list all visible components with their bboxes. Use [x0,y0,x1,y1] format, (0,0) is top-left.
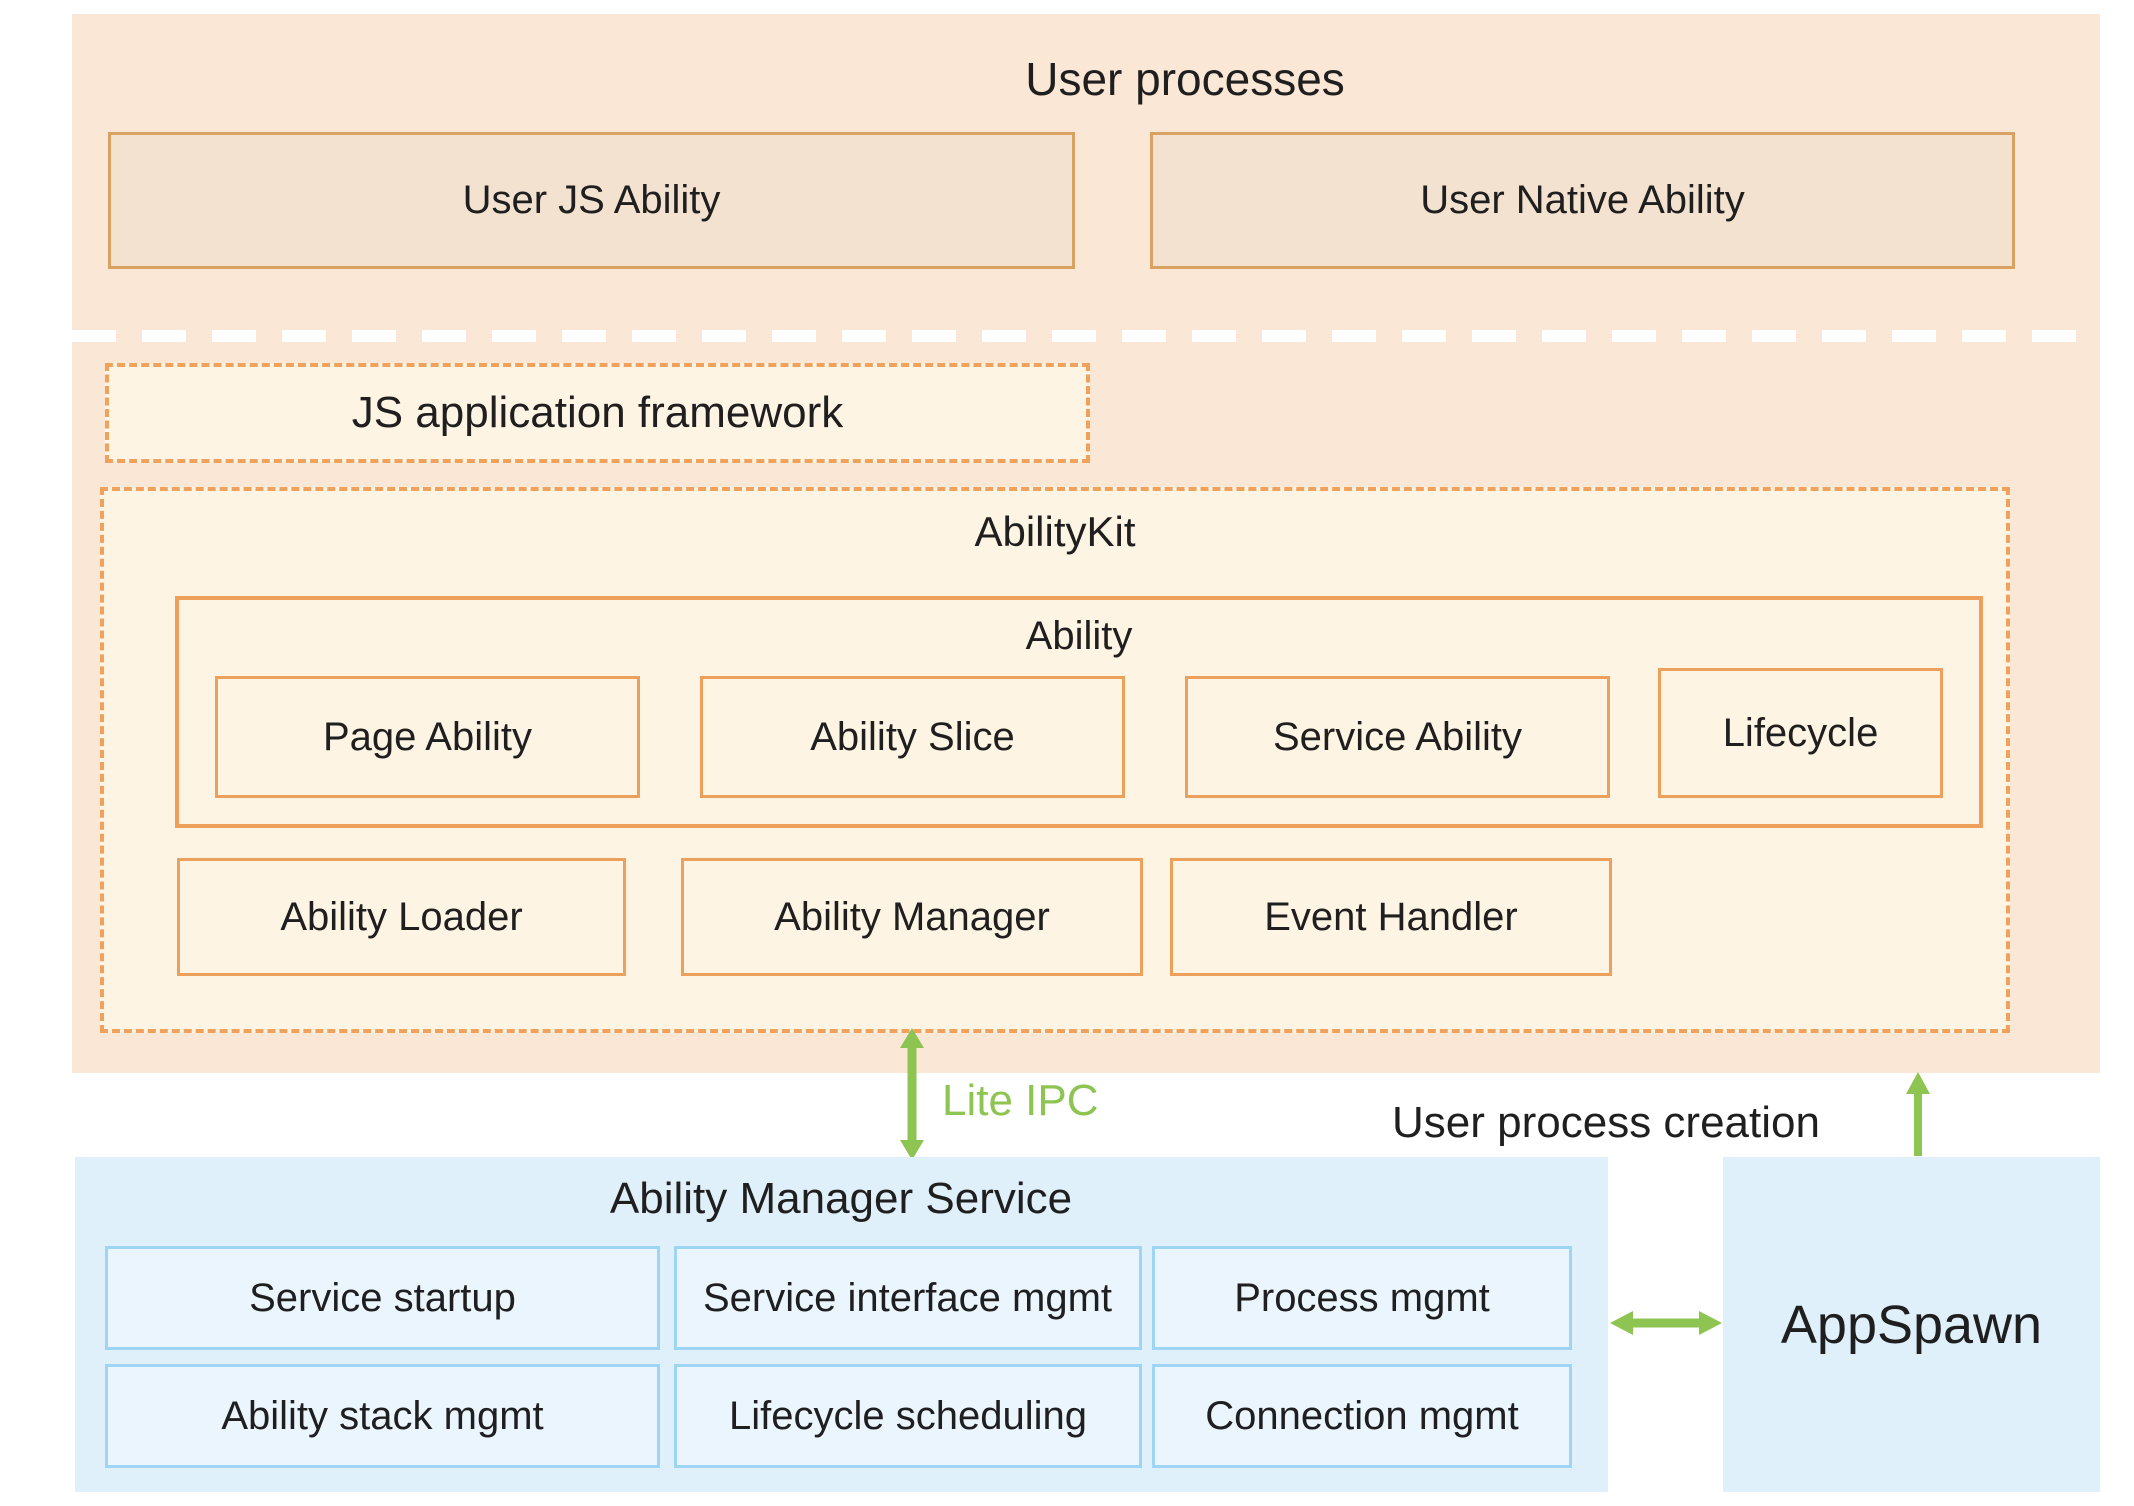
page-ability-box: Page Ability [215,676,640,798]
service-interface-mgmt-label: Service interface mgmt [703,1276,1113,1320]
abilitykit-title: AbilityKit [974,508,1136,555]
event-handler-box: Event Handler [1170,858,1612,976]
lifecycle-box: Lifecycle [1658,668,1943,798]
lifecycle-scheduling-box: Lifecycle scheduling [674,1364,1142,1468]
service-ability-box: Service Ability [1185,676,1610,798]
ability-manager-box: Ability Manager [681,858,1143,976]
ability-slice-box: Ability Slice [700,676,1125,798]
ability-title: Ability [1025,614,1133,658]
lite-ipc-arrow-icon [900,1028,924,1160]
user-native-ability-box: User Native Ability [1150,132,2015,269]
process-mgmt-box: Process mgmt [1152,1246,1572,1350]
service-startup-box: Service startup [105,1246,660,1350]
user-process-boundary-dashed-line [72,330,2100,342]
user-processes-title: User processes [1025,53,1345,105]
connection-mgmt-box: Connection mgmt [1152,1364,1572,1468]
user-process-creation-arrow-icon [1906,1072,1930,1156]
user-js-ability-box: User JS Ability [108,132,1075,269]
ability-loader-box: Ability Loader [177,858,626,976]
js-application-framework-box: JS application framework [105,363,1090,463]
service-interface-mgmt-box: Service interface mgmt [674,1246,1142,1350]
appspawn-link-arrow-icon [1610,1311,1722,1335]
lite-ipc-label: Lite IPC [942,1076,1099,1125]
js-application-framework-label: JS application framework [351,388,844,437]
appspawn-label: AppSpawn [1780,1294,2043,1355]
ability-manager-service-title: Ability Manager Service [609,1174,1073,1223]
appspawn-panel: AppSpawn [1723,1157,2100,1492]
ability-stack-mgmt-box: Ability stack mgmt [105,1364,660,1468]
user-process-creation-label: User process creation [1392,1098,1820,1147]
